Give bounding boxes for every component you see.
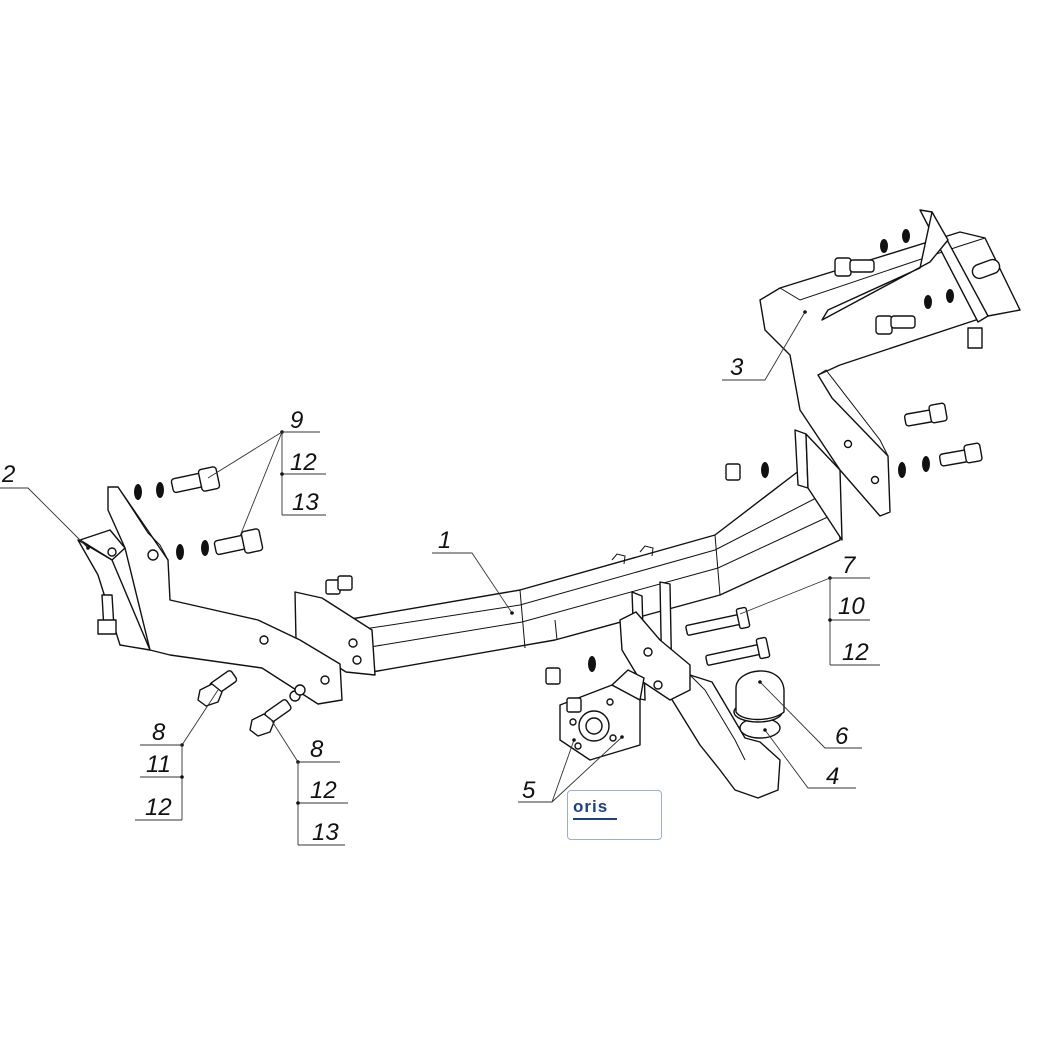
callout-labels: 1 2 3 4 5 6 7 10 12 9 12 13 8 11 12 8 12… <box>1 354 869 846</box>
callout-8-b: 8 <box>310 736 324 763</box>
callout-6: 6 <box>835 723 849 750</box>
callout-2: 2 <box>1 461 15 488</box>
callout-8-a: 8 <box>152 719 166 746</box>
callout-3: 3 <box>730 354 744 381</box>
callout-1: 1 <box>438 527 451 554</box>
oris-logo: oris <box>567 790 662 840</box>
right-bracket-part-3 <box>759 209 1021 517</box>
callout-4: 4 <box>826 763 839 790</box>
callout-13-b: 13 <box>312 819 339 846</box>
callout-9: 9 <box>290 407 303 434</box>
socket-plate-part-5 <box>559 669 645 761</box>
callout-10: 10 <box>838 593 865 620</box>
callout-12-a: 12 <box>842 639 869 666</box>
fasteners <box>134 229 983 737</box>
tow-ball-part-6 <box>733 670 785 739</box>
callout-7: 7 <box>842 552 857 579</box>
callout-12-c: 12 <box>145 794 172 821</box>
oris-logo-underline <box>573 818 617 820</box>
callout-5: 5 <box>522 777 536 804</box>
ball-arm-part-4 <box>619 581 781 799</box>
callout-11: 11 <box>146 751 171 778</box>
oris-logo-text: oris <box>573 797 609 816</box>
callout-13-a: 13 <box>292 489 319 516</box>
left-bracket-part-2 <box>77 486 343 705</box>
callout-12-d: 12 <box>310 777 337 804</box>
leader-lines <box>0 310 880 846</box>
crossbar-part-1 <box>294 429 843 676</box>
callout-12-b: 12 <box>290 449 317 476</box>
